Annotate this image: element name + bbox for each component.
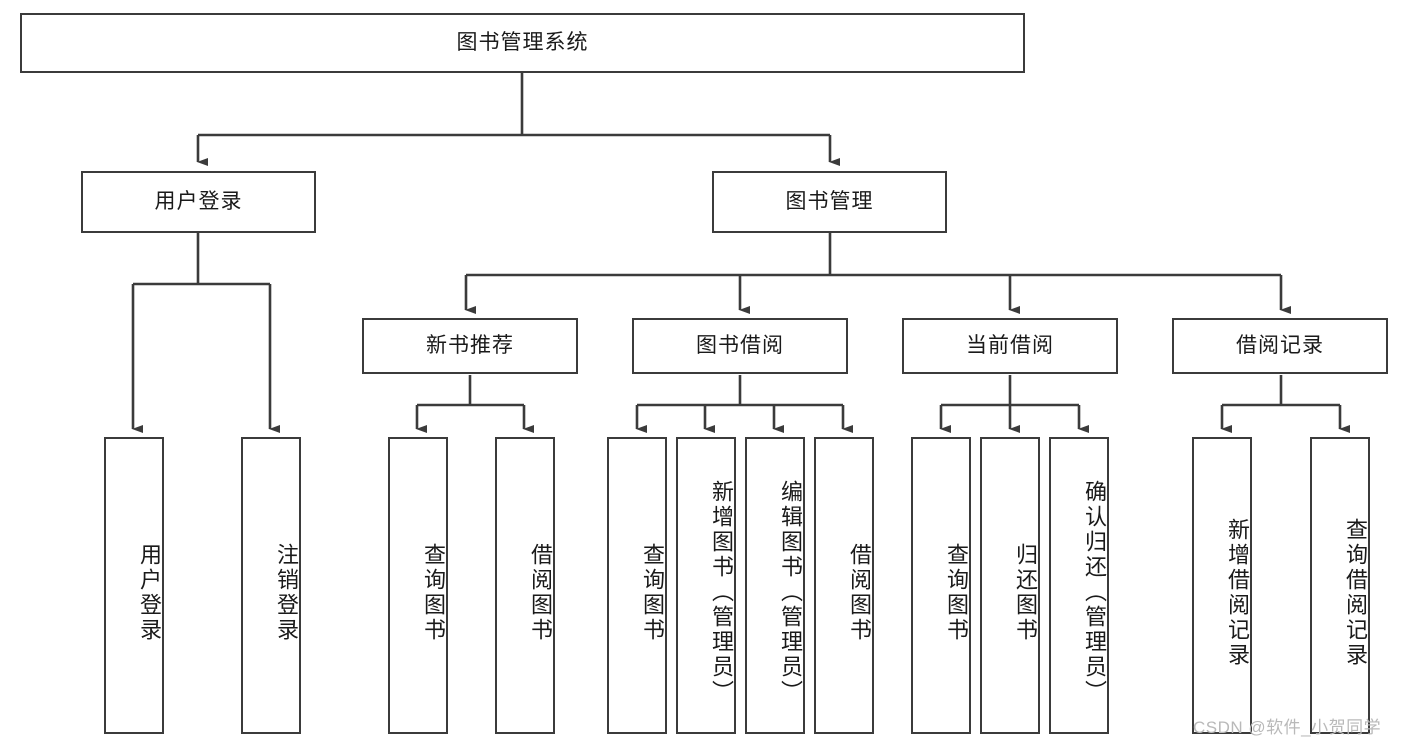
node-label: 新书推荐 xyxy=(426,333,514,357)
csdn-watermark: CSDN @软件_小贺同学 xyxy=(1193,718,1382,737)
leaf-current-borrow-return-book[interactable]: 归还图书 xyxy=(980,437,1040,734)
node-label: 编辑图书（管理员） xyxy=(778,480,803,705)
leaf-book-borrow-query-book[interactable]: 查询图书 xyxy=(607,437,667,734)
node-label: 查询图书 xyxy=(944,542,969,643)
node-label: 新增图书（管理员） xyxy=(709,480,734,705)
node-label: 新增借阅记录 xyxy=(1225,517,1250,668)
node-label: 图书管理 xyxy=(785,189,874,213)
node-label: 查询借阅记录 xyxy=(1343,517,1368,668)
leaf-user-login-login[interactable]: 用户登录 xyxy=(104,437,164,734)
node-borrow-record[interactable]: 借阅记录 xyxy=(1172,318,1388,374)
node-book-management-system[interactable]: 图书管理系统 xyxy=(20,13,1025,73)
leaf-book-borrow-add-book[interactable]: 新增图书（管理员） xyxy=(676,437,736,734)
leaf-borrow-record-add-record[interactable]: 新增借阅记录 xyxy=(1192,437,1252,734)
leaf-current-borrow-confirm-return[interactable]: 确认归还（管理员） xyxy=(1049,437,1109,734)
leaf-book-borrow-borrow-book[interactable]: 借阅图书 xyxy=(814,437,874,734)
node-label: 借阅图书 xyxy=(528,542,553,643)
leaf-current-borrow-query-book[interactable]: 查询图书 xyxy=(911,437,971,734)
leaf-borrow-record-query-record[interactable]: 查询借阅记录 xyxy=(1310,437,1370,734)
node-label: 当前借阅 xyxy=(966,333,1054,357)
node-user-login[interactable]: 用户登录 xyxy=(81,171,316,233)
node-label: 借阅图书 xyxy=(847,542,872,643)
node-label: 查询图书 xyxy=(640,542,665,643)
node-current-borrow[interactable]: 当前借阅 xyxy=(902,318,1118,374)
node-book-borrow[interactable]: 图书借阅 xyxy=(632,318,848,374)
node-label: 用户登录 xyxy=(137,542,162,643)
leaf-new-book-query-book[interactable]: 查询图书 xyxy=(388,437,448,734)
node-label: 归还图书 xyxy=(1013,542,1038,643)
leaf-book-borrow-edit-book[interactable]: 编辑图书（管理员） xyxy=(745,437,805,734)
node-label: 图书借阅 xyxy=(696,333,784,357)
node-new-book-recommend[interactable]: 新书推荐 xyxy=(362,318,578,374)
node-label: 注销登录 xyxy=(274,542,299,643)
node-book-management[interactable]: 图书管理 xyxy=(712,171,947,233)
leaf-user-login-logout[interactable]: 注销登录 xyxy=(241,437,301,734)
node-label: 借阅记录 xyxy=(1236,333,1324,357)
node-label: 确认归还（管理员） xyxy=(1082,480,1107,705)
node-label: 图书管理系统 xyxy=(456,30,589,54)
node-label: 用户登录 xyxy=(154,189,243,213)
node-label: 查询图书 xyxy=(421,542,446,643)
leaf-new-book-borrow-book[interactable]: 借阅图书 xyxy=(495,437,555,734)
